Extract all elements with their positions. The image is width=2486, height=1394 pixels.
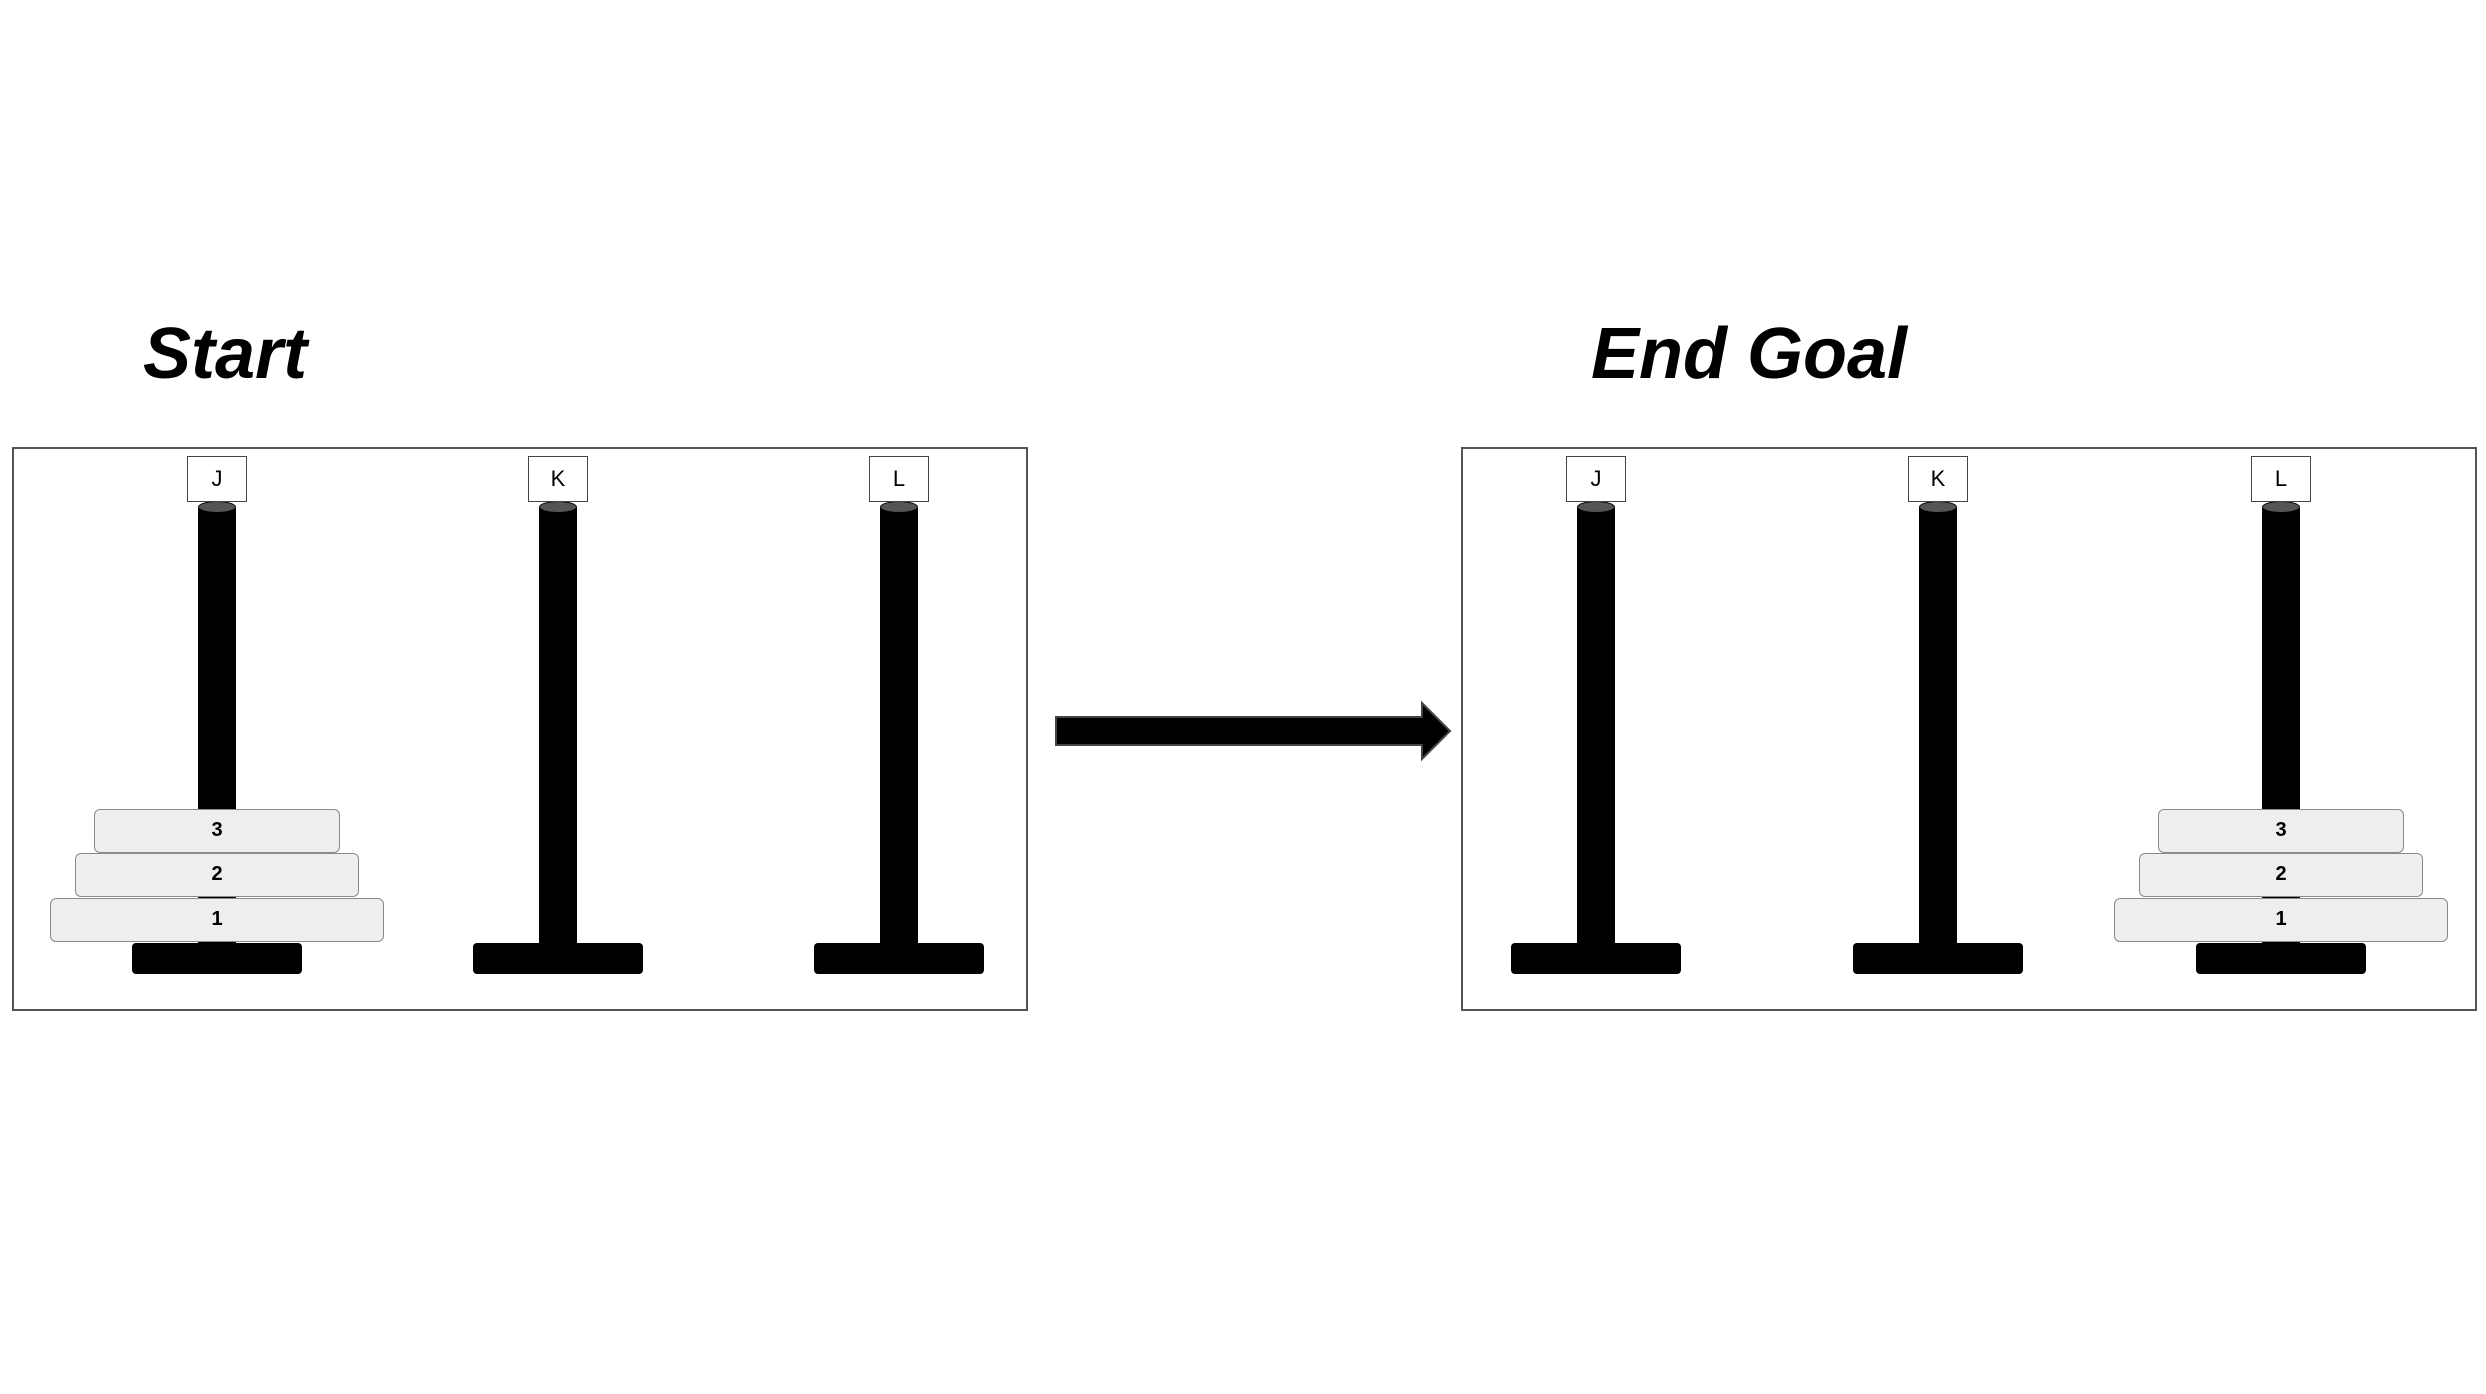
right-arrow-icon bbox=[1055, 700, 1452, 762]
peg-label: J bbox=[1566, 456, 1626, 502]
disk: 3 bbox=[2158, 809, 2404, 853]
peg-k: K bbox=[473, 449, 643, 1009]
peg-l: L bbox=[814, 449, 984, 1009]
peg-j: J 1 2 3 bbox=[50, 449, 384, 1009]
disk: 1 bbox=[50, 898, 384, 942]
peg-label: K bbox=[528, 456, 588, 502]
peg-j: J bbox=[1511, 449, 1681, 1009]
start-heading: Start bbox=[143, 314, 308, 394]
start-state-panel: J 1 2 3 K L bbox=[12, 447, 1028, 1011]
peg-rod-cap bbox=[2262, 501, 2300, 513]
disk: 3 bbox=[94, 809, 340, 853]
disk: 2 bbox=[75, 853, 359, 897]
peg-label: K bbox=[1908, 456, 1968, 502]
peg-rod-cap bbox=[1577, 501, 1615, 513]
peg-rod bbox=[880, 508, 918, 950]
peg-rod bbox=[539, 508, 577, 950]
disk: 1 bbox=[2114, 898, 2448, 942]
peg-rod-cap bbox=[1919, 501, 1957, 513]
peg-label: L bbox=[869, 456, 929, 502]
disk: 2 bbox=[2139, 853, 2423, 897]
peg-rod bbox=[1577, 508, 1615, 950]
peg-l: L 1 2 3 bbox=[2114, 449, 2448, 1009]
right-arrow-shape bbox=[1055, 700, 1452, 762]
peg-k: K bbox=[1853, 449, 2023, 1009]
end-goal-heading: End Goal bbox=[1591, 314, 1908, 394]
peg-rod-cap bbox=[539, 501, 577, 513]
peg-label: J bbox=[187, 456, 247, 502]
end-goal-panel: J K L 1 2 3 bbox=[1461, 447, 2477, 1011]
peg-label: L bbox=[2251, 456, 2311, 502]
peg-rod-cap bbox=[880, 501, 918, 513]
peg-rod bbox=[1919, 508, 1957, 950]
peg-rod-cap bbox=[198, 501, 236, 513]
